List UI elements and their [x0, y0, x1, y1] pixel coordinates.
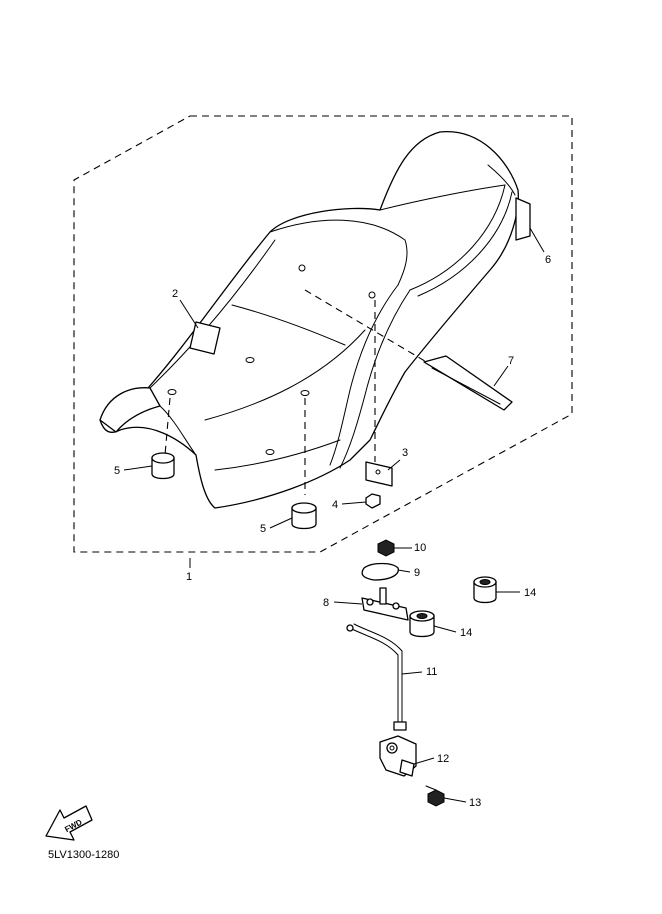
part-2-label	[189, 321, 221, 355]
callout-6: 6	[545, 254, 551, 266]
part-9-plate	[361, 562, 399, 581]
callout-14b: 14	[460, 627, 472, 639]
callout-5b: 5	[260, 523, 266, 535]
callout-4: 4	[332, 499, 338, 511]
part-5-damper-a	[151, 452, 175, 480]
part-8-lock-bracket	[361, 587, 409, 621]
part-14-damper-a	[473, 576, 497, 604]
callout-13: 13	[469, 797, 481, 809]
callout-2: 2	[172, 288, 178, 300]
diagram-code: 5LV1300-1280	[48, 849, 119, 861]
callout-7: 7	[508, 355, 514, 367]
callout-5a: 5	[114, 465, 120, 477]
callout-10: 10	[414, 542, 426, 554]
fwd-arrow-icon: FWD	[45, 805, 93, 841]
callout-14a: 14	[524, 587, 536, 599]
part-10-nut	[377, 539, 395, 557]
seat-assembly	[99, 131, 531, 509]
part-5-damper-b	[291, 502, 317, 530]
part-14-damper-b	[409, 610, 435, 638]
part-7-band	[423, 355, 513, 411]
assembly-boundary	[73, 115, 573, 553]
part-12-seat-lock	[379, 735, 417, 777]
callout-11: 11	[426, 666, 437, 678]
centerline	[164, 397, 171, 456]
callout-9: 9	[414, 567, 420, 579]
part-13-bolt	[425, 785, 445, 807]
callout-3: 3	[402, 447, 408, 459]
callout-8: 8	[323, 597, 329, 609]
centerline	[304, 289, 441, 371]
part-4-nut	[365, 493, 381, 509]
part-11-cable	[346, 623, 407, 731]
callout-12: 12	[437, 753, 449, 765]
callout-1: 1	[186, 571, 192, 583]
